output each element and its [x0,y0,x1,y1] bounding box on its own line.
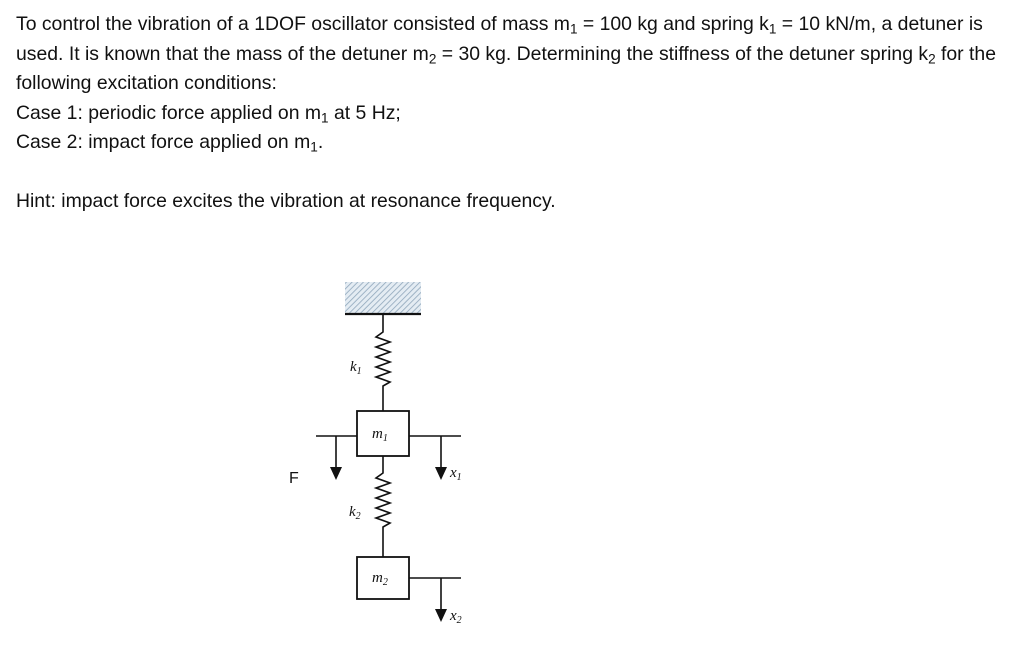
problem-statement: To control the vibration of a 1DOF oscil… [16,10,1021,216]
ground-hatch [345,282,421,314]
case2-text-b: . [317,131,324,153]
k2-label: k2 [349,504,361,522]
x2-label: x2 [449,608,462,626]
intro-text-5: for the following excitation conditions: [16,42,996,95]
intro-text-3: = 10 kN/m, a detuner is used. It is know… [16,13,983,65]
case2-text-a: Case 2: impact force applied on m [16,131,311,153]
case1-sub: 1 [321,109,329,125]
x2-arrow-head [435,609,447,622]
intro-sub-4: 2 [928,50,936,66]
case-2: Case 2: impact force applied on m1. [16,128,1021,158]
mass-m2-box [356,556,410,600]
x1-arrow-head [435,467,447,480]
intro-sub-2: 1 [768,21,777,37]
force-label: F [289,470,299,487]
m2-label: m2 [372,570,388,588]
x1-label: x1 [449,465,462,483]
m1-label: m1 [372,426,388,444]
intro-text-1: To control the vibration of a 1DOF oscil… [16,13,570,35]
intro-text-2: = 100 kg and spring k [577,13,769,35]
intro-sub-3: 2 [428,50,437,66]
spring-k1 [373,314,393,411]
intro-text-4: = 30 kg. Determining the stiffness of th… [436,42,929,65]
case1-text-a: Case 1: periodic force applied on m [16,101,322,124]
spring-k2 [373,456,393,557]
case2-sub: 1 [310,139,318,155]
problem-intro: To control the vibration of a 1DOF oscil… [16,10,1021,99]
case-1: Case 1: periodic force applied on m1 at … [16,99,1021,129]
intro-sub-1: 1 [569,21,578,37]
force-arrow-head [330,467,342,480]
case1-text-b: at 5 Hz; [328,101,401,124]
mass-spring-diagram: k1 m1 F x1 k2 m2 x2 [289,282,462,626]
k1-label: k1 [350,359,362,377]
hint: Hint: impact force excites the vibration… [16,189,556,212]
